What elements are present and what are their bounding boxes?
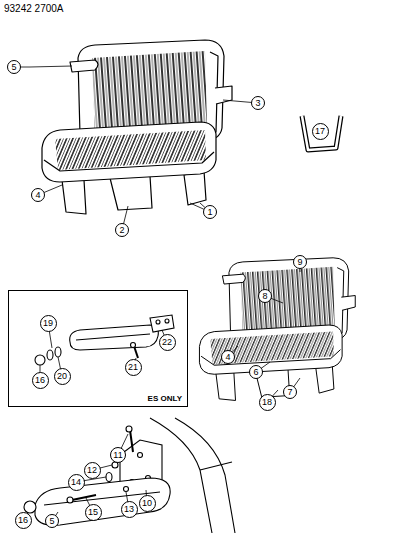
drawing-number: 93242 2700A <box>4 3 64 14</box>
callout-circle: 19 <box>40 315 57 332</box>
callout-circle: 3 <box>251 96 265 110</box>
callout-circle: 10 <box>139 495 156 512</box>
callout-circle: 9 <box>293 255 307 269</box>
callout-number: 5 <box>11 63 16 72</box>
callout-number: 5 <box>49 517 54 526</box>
callout-number: 15 <box>88 508 98 517</box>
callout-number: 22 <box>162 338 172 347</box>
callout-circle: 16 <box>32 372 49 389</box>
callout-number: 21 <box>128 363 138 372</box>
callout-circle: 1 <box>203 205 217 219</box>
callout-circle: 15 <box>85 504 102 521</box>
callout-circle: 14 <box>68 474 85 491</box>
callout-number: 17 <box>315 127 325 136</box>
callout-number: 14 <box>71 478 81 487</box>
callout-number: 16 <box>18 516 28 525</box>
inset-label: ES ONLY <box>147 394 183 403</box>
callout-number: 1 <box>207 208 212 217</box>
callout-number: 9 <box>297 258 302 267</box>
callout-number: 16 <box>35 376 45 385</box>
callout-number: 13 <box>124 505 134 514</box>
callout-circle: 12 <box>84 462 101 479</box>
inset-box: ES ONLY 19 22 21 20 16 <box>8 290 188 407</box>
callout-number: 11 <box>113 451 122 460</box>
callout-circle: 22 <box>159 334 176 351</box>
callout-circle: 7 <box>283 385 297 399</box>
callout-number: 19 <box>43 319 53 328</box>
callout-circle: 6 <box>249 365 263 379</box>
callout-circle: 8 <box>258 289 272 303</box>
callout-number: 4 <box>35 191 40 200</box>
callout-number: 3 <box>255 99 260 108</box>
callout-number: 10 <box>142 499 152 508</box>
callout-number: 4 <box>225 353 230 362</box>
callout-number: 6 <box>253 368 258 377</box>
callout-circle: 4 <box>221 350 235 364</box>
callout-circle: 18 <box>259 394 276 411</box>
callout-number: 12 <box>87 466 97 475</box>
callout-circle: 5 <box>7 60 21 74</box>
callout-circle: 21 <box>125 359 142 376</box>
callout-circle: 17 <box>312 123 329 140</box>
callout-circle: 2 <box>115 223 129 237</box>
callout-number: 8 <box>262 292 267 301</box>
callout-circle: 5 <box>45 514 59 528</box>
callout-circle: 16 <box>15 512 32 529</box>
callout-circle: 20 <box>54 368 71 385</box>
callout-number: 18 <box>262 398 272 407</box>
callout-circle: 11 <box>110 447 126 463</box>
callout-number: 20 <box>57 372 67 381</box>
callout-number: 2 <box>119 226 124 235</box>
callout-circle: 13 <box>121 501 138 518</box>
callout-circle: 4 <box>31 188 45 202</box>
callout-number: 7 <box>287 388 292 397</box>
